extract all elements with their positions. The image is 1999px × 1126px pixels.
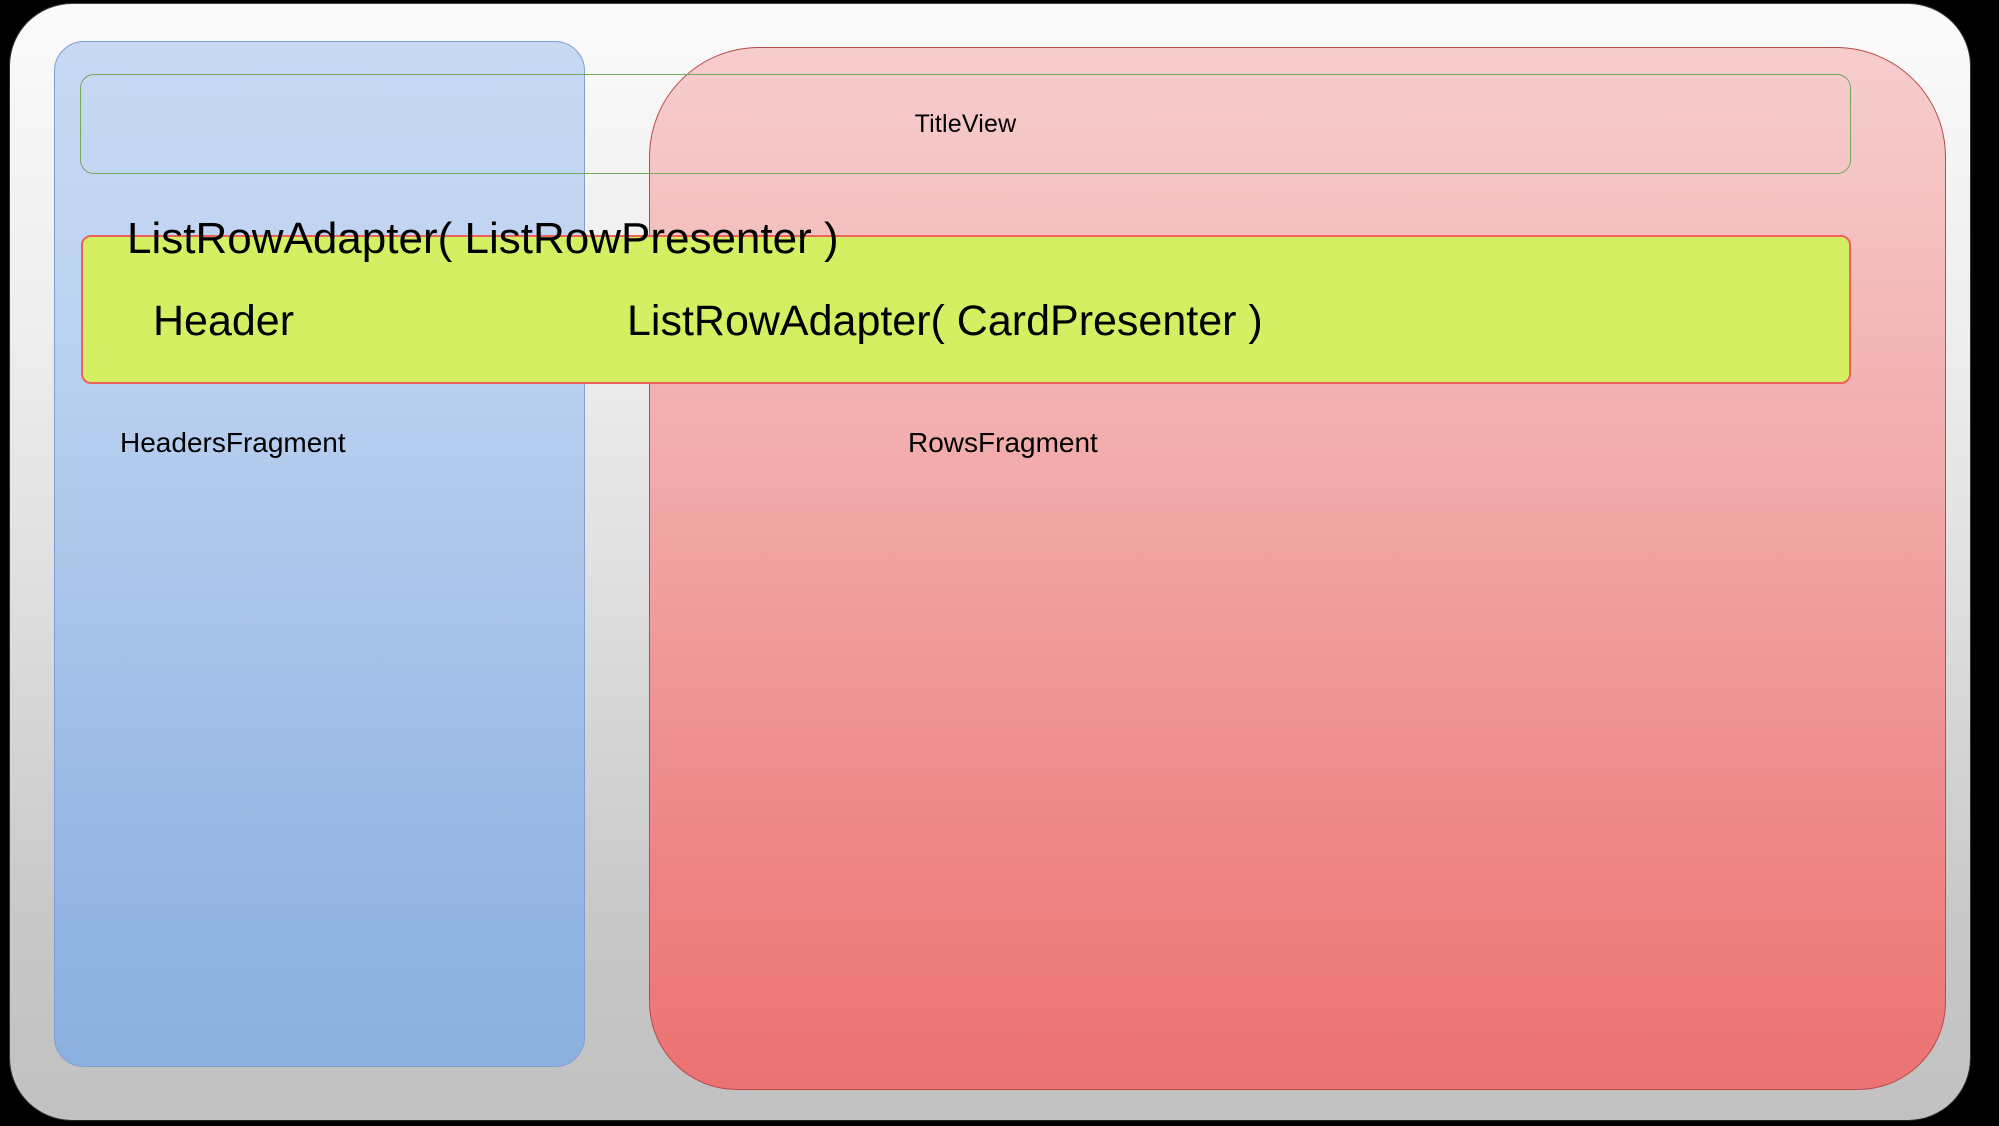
list-row-adapter-card-label: ListRowAdapter( CardPresenter ) (627, 297, 1263, 345)
headers-fragment-panel[interactable] (54, 41, 585, 1067)
rows-fragment-panel[interactable] (649, 47, 1946, 1090)
title-view-label: TitleView (914, 109, 1017, 138)
rows-fragment-label: RowsFragment (908, 427, 1098, 458)
outer-container: TitleView ListRowAdapter( ListRowPresent… (10, 4, 1970, 1120)
title-view-bar[interactable]: TitleView (80, 74, 1851, 174)
list-row-adapter-presenter-label: ListRowAdapter( ListRowPresenter ) (127, 214, 839, 263)
headers-fragment-label: HeadersFragment (120, 427, 346, 458)
header-label: Header (153, 297, 295, 345)
list-row-block[interactable] (81, 235, 1851, 384)
